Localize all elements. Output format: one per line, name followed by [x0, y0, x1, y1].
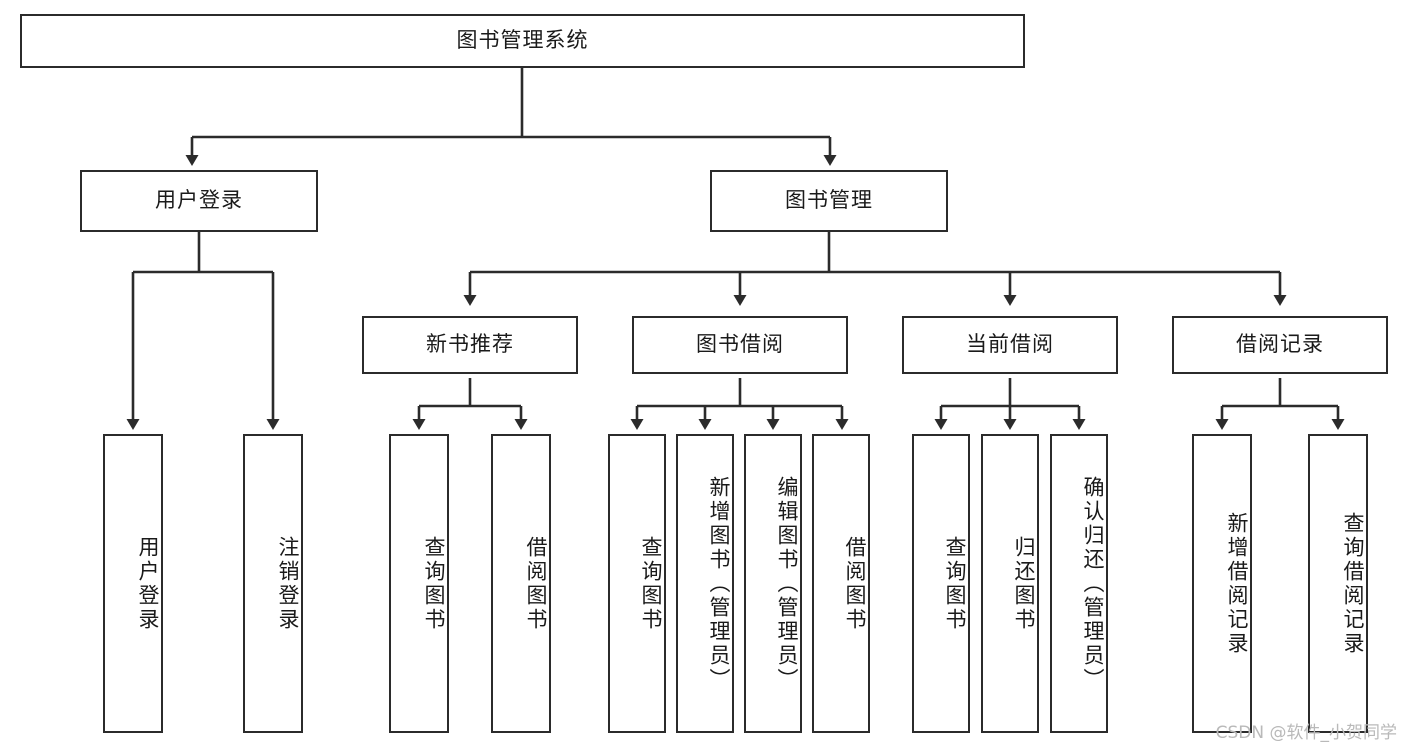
node-leaf-return-book-label: 归还图书 [1012, 535, 1036, 632]
node-book-borrow-label: 图书借阅 [696, 332, 784, 357]
node-book-borrow[interactable]: 图书借阅 [632, 316, 848, 374]
node-leaf-query-book-2[interactable]: 查询图书 [608, 434, 666, 733]
node-new-book-recommend-label: 新书推荐 [426, 332, 514, 357]
node-leaf-query-book-1-label: 查询图书 [422, 535, 446, 632]
node-user-login[interactable]: 用户登录 [80, 170, 318, 232]
node-current-borrow[interactable]: 当前借阅 [902, 316, 1118, 374]
node-leaf-borrow-book-2[interactable]: 借阅图书 [812, 434, 870, 733]
node-leaf-confirm-return-label: 确认归还（管理员） [1081, 475, 1105, 692]
node-borrow-record[interactable]: 借阅记录 [1172, 316, 1388, 374]
node-leaf-query-record-label: 查询借阅记录 [1341, 511, 1365, 656]
node-user-login-label: 用户登录 [155, 188, 243, 213]
node-leaf-borrow-book-2-label: 借阅图书 [843, 535, 867, 632]
node-leaf-add-book[interactable]: 新增图书（管理员） [676, 434, 734, 733]
node-leaf-user-login[interactable]: 用户登录 [103, 434, 163, 733]
node-leaf-edit-book[interactable]: 编辑图书（管理员） [744, 434, 802, 733]
node-book-management[interactable]: 图书管理 [710, 170, 948, 232]
node-current-borrow-label: 当前借阅 [966, 332, 1054, 357]
node-leaf-add-record-label: 新增借阅记录 [1225, 511, 1249, 656]
node-leaf-add-record[interactable]: 新增借阅记录 [1192, 434, 1252, 733]
node-leaf-user-login-label: 用户登录 [136, 535, 160, 632]
node-leaf-query-book-2-label: 查询图书 [639, 535, 663, 632]
node-leaf-edit-book-label: 编辑图书（管理员） [775, 475, 799, 692]
node-book-management-label: 图书管理 [785, 188, 873, 213]
node-leaf-return-book[interactable]: 归还图书 [981, 434, 1039, 733]
node-leaf-query-record[interactable]: 查询借阅记录 [1308, 434, 1368, 733]
node-borrow-record-label: 借阅记录 [1236, 332, 1324, 357]
node-leaf-borrow-book-1-label: 借阅图书 [524, 535, 548, 632]
csdn-watermark: CSDN @软件_小贺同学 [1215, 723, 1397, 743]
node-root-label: 图书管理系统 [456, 28, 589, 53]
node-leaf-user-logout[interactable]: 注销登录 [243, 434, 303, 733]
node-new-book-recommend[interactable]: 新书推荐 [362, 316, 578, 374]
node-leaf-borrow-book-1[interactable]: 借阅图书 [491, 434, 551, 733]
node-leaf-query-book-3-label: 查询图书 [943, 535, 967, 632]
node-leaf-confirm-return[interactable]: 确认归还（管理员） [1050, 434, 1108, 733]
node-leaf-query-book-3[interactable]: 查询图书 [912, 434, 970, 733]
node-leaf-user-logout-label: 注销登录 [276, 535, 300, 632]
node-leaf-add-book-label: 新增图书（管理员） [707, 475, 731, 692]
node-root[interactable]: 图书管理系统 [20, 14, 1025, 68]
node-leaf-query-book-1[interactable]: 查询图书 [389, 434, 449, 733]
